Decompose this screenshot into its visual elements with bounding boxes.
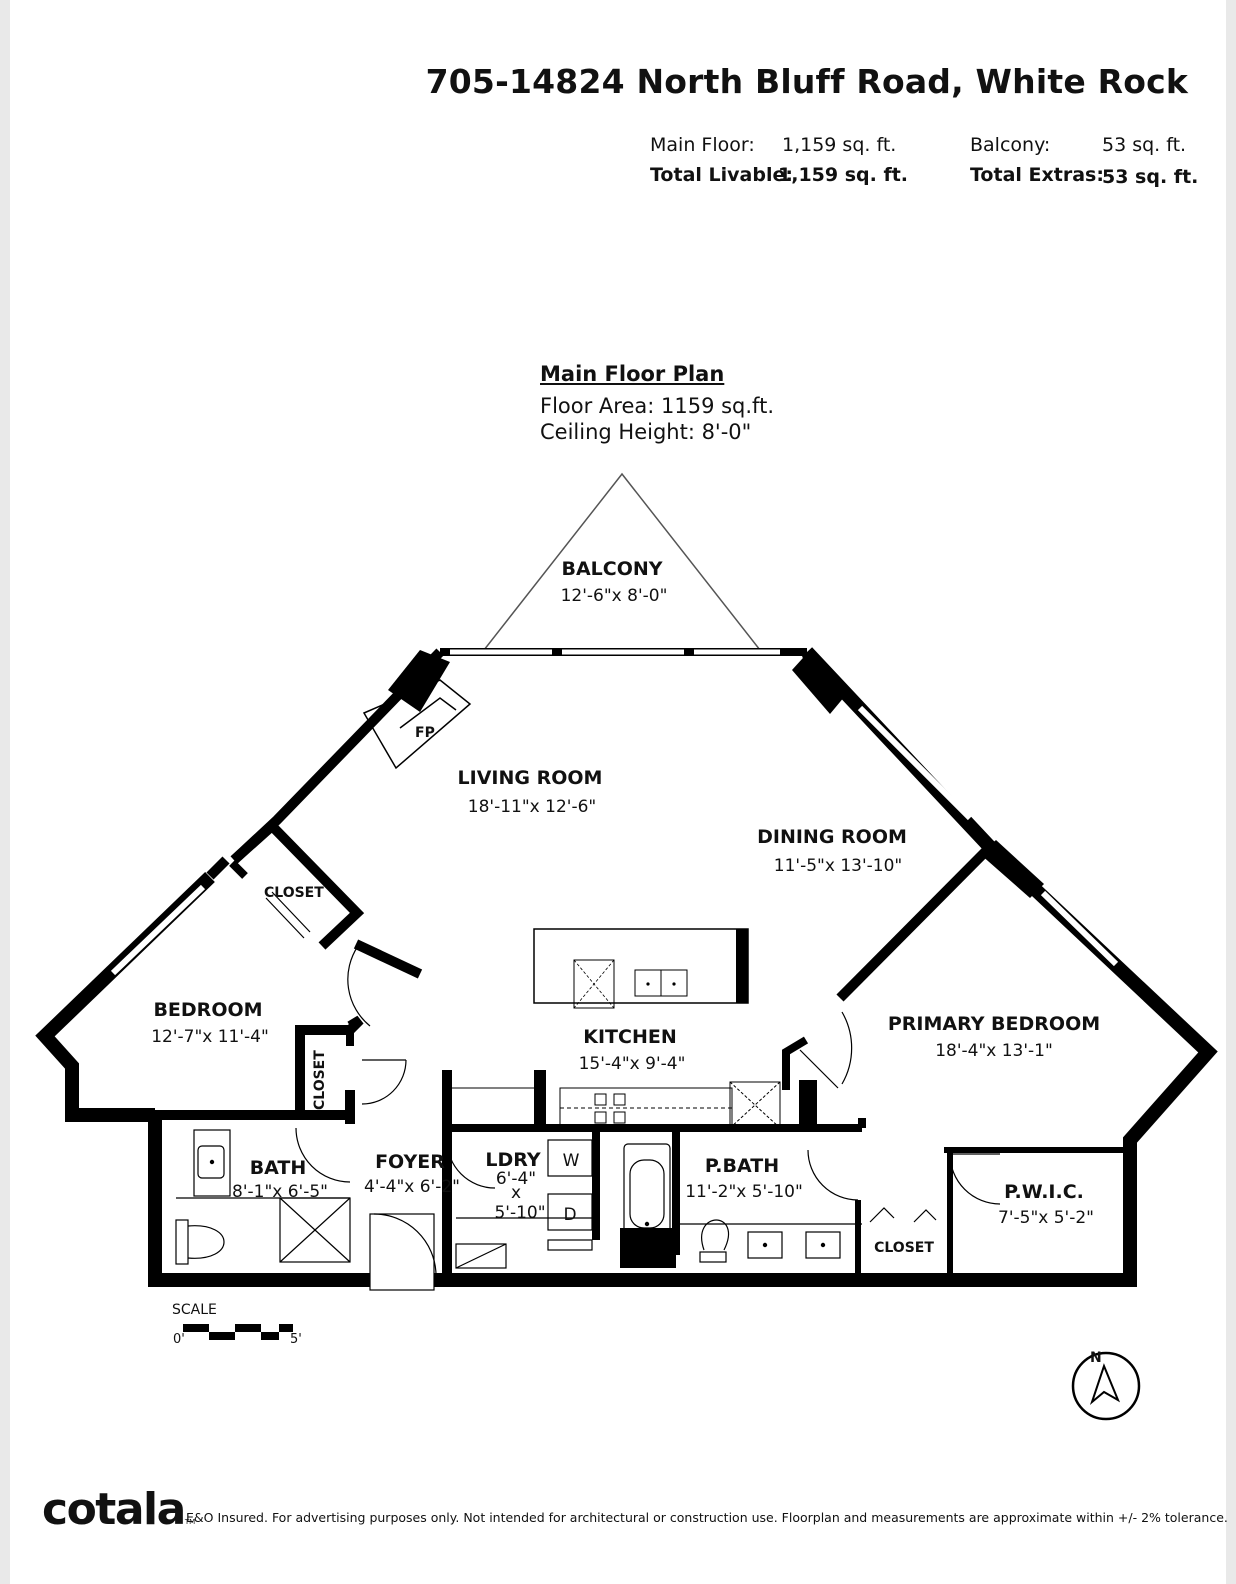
primary-bedroom-name: PRIMARY BEDROOM <box>888 1013 1100 1035</box>
plan-ceiling-height: Ceiling Height: 8'-0" <box>540 420 752 444</box>
primary-bath-dims: 11'-2"x 5'-10" <box>685 1182 803 1202</box>
interior-walls <box>155 819 1130 1280</box>
fireplace-label: FP <box>415 725 435 741</box>
main-floor-label: Main Floor: <box>650 134 755 156</box>
laundry-dim-x: x <box>511 1183 521 1203</box>
bath-dims: 8'-1"x 6'-5" <box>232 1182 328 1202</box>
kitchen-dims: 15'-4"x 9'-4" <box>579 1054 686 1074</box>
balcony-name: BALCONY <box>561 558 662 580</box>
living-room-dims: 18'-11"x 12'-6" <box>468 797 596 817</box>
north-compass-icon: N <box>1071 1350 1141 1421</box>
left-frame-border <box>0 0 10 1584</box>
scale-label: SCALE <box>172 1302 217 1318</box>
scale-bar <box>183 1324 293 1340</box>
bath-fixtures <box>175 1129 862 1269</box>
laundry-name: LDRY <box>485 1149 540 1171</box>
primary-closet-label: CLOSET <box>874 1240 934 1256</box>
primary-bath-name: P.BATH <box>705 1155 779 1177</box>
bedroom-closet-label: CLOSET <box>264 885 324 901</box>
column-e <box>980 840 1044 898</box>
living-room-name: LIVING ROOM <box>458 767 603 789</box>
windows <box>110 648 1119 976</box>
plan-heading: Main Floor Plan <box>540 362 725 386</box>
balcony-area-label: Balcony: <box>970 134 1051 156</box>
property-address-title: 705-14824 North Bluff Road, White Rock <box>425 62 1188 101</box>
column-ne <box>792 648 850 714</box>
bath-name: BATH <box>250 1157 307 1179</box>
doors <box>265 891 1001 1291</box>
laundry-dim-height: 5'-10" <box>494 1203 545 1223</box>
total-extras-value: 53 sq. ft. <box>1102 166 1199 188</box>
bedroom-name: BEDROOM <box>153 999 262 1021</box>
scale-start: 0' <box>173 1332 185 1347</box>
washer-label: W <box>563 1151 580 1171</box>
total-extras-label: Total Extras: <box>970 164 1104 186</box>
laundry-dim-width: 6'-4" <box>496 1169 536 1189</box>
kitchen-counter <box>452 1081 781 1129</box>
right-frame-border <box>1226 0 1236 1584</box>
dining-room-name: DINING ROOM <box>757 826 907 848</box>
scale-end: 5' <box>290 1332 302 1347</box>
cooktop <box>594 1093 626 1124</box>
compass-north-label: N <box>1090 1350 1102 1366</box>
foyer-name: FOYER <box>375 1151 445 1173</box>
kitchen-island <box>533 928 749 1009</box>
bedroom-dims: 12'-7"x 11'-4" <box>151 1027 269 1047</box>
balcony-area-value: 53 sq. ft. <box>1102 134 1187 156</box>
primary-bedroom-dims: 18'-4"x 13'-1" <box>935 1041 1053 1061</box>
foyer-dims: 4'-4"x 6'-2" <box>364 1177 460 1197</box>
pwic-name: P.W.I.C. <box>1004 1181 1084 1203</box>
main-floor-value: 1,159 sq. ft. <box>782 134 897 156</box>
logo-text: cotala <box>42 1484 186 1535</box>
dining-room-dims: 11'-5"x 13'-10" <box>774 856 902 876</box>
fireplace <box>362 679 472 770</box>
pwic-dims: 7'-5"x 5'-2" <box>998 1208 1094 1228</box>
dryer-label: D <box>563 1205 576 1225</box>
hall-closet-label: CLOSET <box>312 1050 328 1110</box>
plan-floor-area: Floor Area: 1159 sq.ft. <box>540 394 774 418</box>
logo-trademark: TM <box>184 1518 196 1526</box>
balcony-dims: 12'-6"x 8'-0" <box>561 586 668 606</box>
total-livable-label: Total Livable: <box>650 164 793 186</box>
disclaimer-text: E&O Insured. For advertising purposes on… <box>186 1510 1228 1525</box>
cotala-logo: cotalaTM <box>42 1484 195 1535</box>
total-livable-value: 1,159 sq. ft. <box>778 164 909 186</box>
kitchen-name: KITCHEN <box>583 1026 676 1048</box>
